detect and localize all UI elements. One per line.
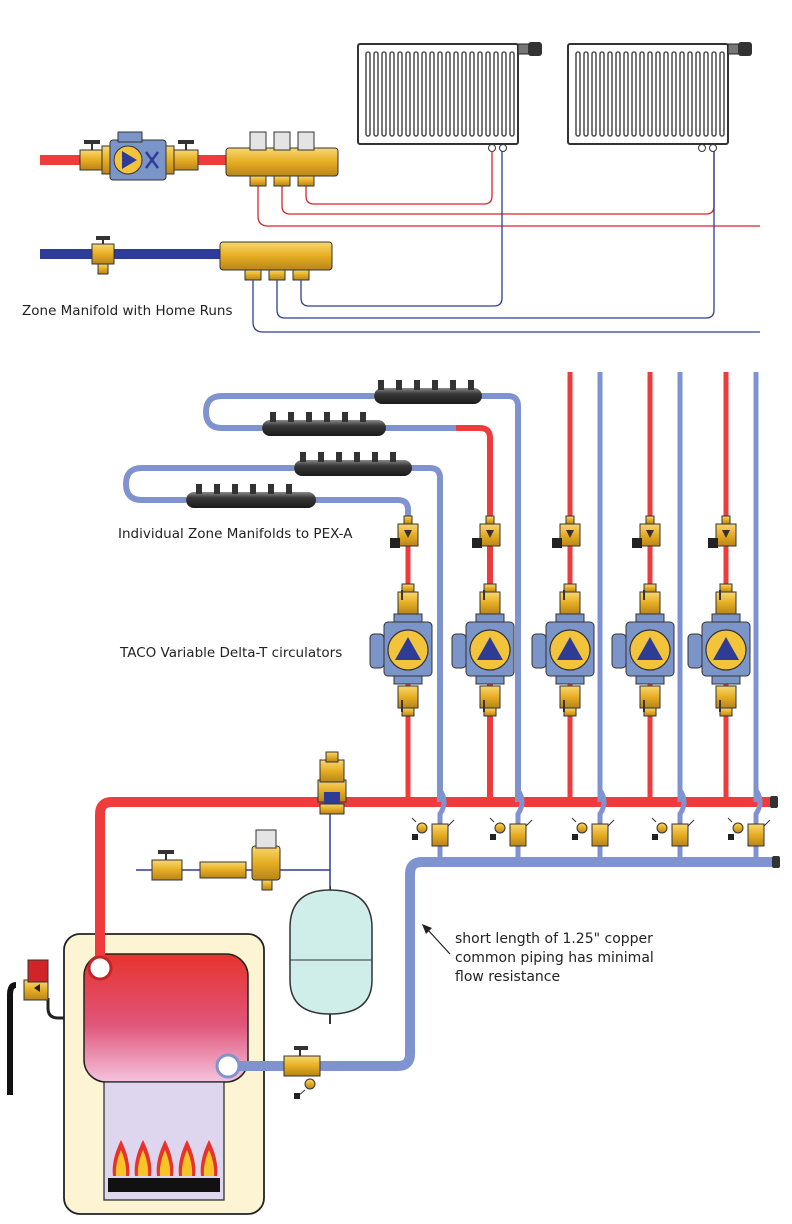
copper-note-line-1: short length of 1.25" copper (455, 931, 653, 947)
zone-manifold-bar-1b (262, 412, 386, 436)
zone-manifold-bar-2b (186, 484, 316, 508)
return-valve (747, 823, 765, 847)
pipe-end-caps (770, 796, 780, 868)
return-valve (671, 823, 689, 847)
return-valve (509, 823, 527, 847)
boiler-supply-pipe (95, 797, 770, 968)
boiler-return-pipe (228, 857, 772, 1071)
boiler-return-valve (283, 1046, 321, 1099)
zone-2 (451, 515, 533, 862)
boiler (63, 933, 265, 1215)
home-run-supply-manifold (225, 131, 339, 187)
home-run-supply-main (40, 131, 230, 181)
note-arrow (422, 924, 451, 955)
circulator-arrow-icon (713, 637, 739, 660)
zone-manifold-loop-2 (122, 465, 443, 802)
label-zone-manifold-home-runs: Zone Manifold with Home Runs (22, 303, 233, 319)
boiler-relief-valve (7, 959, 64, 1095)
zone-manifold-bar-1a (374, 380, 482, 404)
circulator-arrow-icon (477, 637, 503, 660)
zone-manifold-loop-1-supply (456, 425, 493, 802)
zone-4 (611, 372, 695, 862)
home-run-return-main (40, 236, 226, 275)
circulator-arrow-icon (395, 637, 421, 660)
zone-manifold-bar-2a (294, 452, 412, 476)
zone-circulator-assemblies (369, 372, 771, 862)
makeup-water-assembly (151, 829, 281, 891)
expansion-tank (289, 886, 373, 1024)
copper-piping-note: short length of 1.25" copper common pipi… (455, 930, 654, 987)
zone-5 (687, 372, 771, 862)
copper-note-line-2: common piping has minimal (455, 950, 654, 966)
label-taco-circulators: TACO Variable Delta-T circulators (120, 645, 343, 661)
return-valve (431, 823, 449, 847)
copper-note-line-3: flow resistance (455, 969, 561, 985)
label-individual-zone-manifolds: Individual Zone Manifolds to PEX-A (118, 526, 353, 542)
home-run-return-lines (252, 151, 760, 333)
zone-manifold-loop-1 (202, 393, 521, 802)
home-run-return-manifold (219, 241, 333, 281)
air-vent (317, 751, 347, 815)
zone-3 (531, 372, 615, 862)
circulator-arrow-icon (637, 637, 663, 660)
zone-1 (369, 515, 455, 862)
return-valve (591, 823, 609, 847)
circulator-arrow-icon (557, 637, 583, 660)
